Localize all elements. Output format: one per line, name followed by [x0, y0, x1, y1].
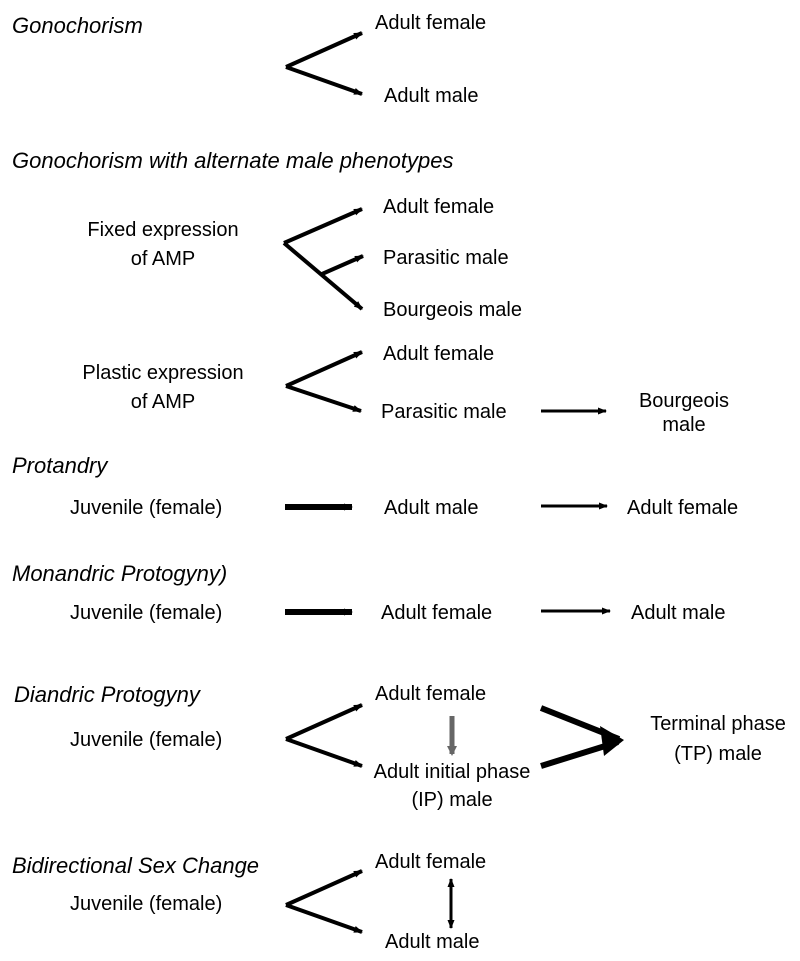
- label-adult-male: Adult male: [631, 602, 726, 624]
- arrow-juvenile-to-adult-female: [285, 703, 363, 741]
- label-juvenile: Juvenile (female): [70, 893, 222, 915]
- arrow-plastic-to-parasitic-male: [285, 384, 362, 413]
- label-plastic-expression: Plastic expression: [82, 362, 243, 384]
- label-fixed-parasitic-male: Parasitic male: [383, 247, 509, 269]
- section-gonochorism: Gonochorism Adult female Adult male: [12, 12, 486, 107]
- label-terminal-phase: Terminal phase: [650, 713, 786, 735]
- label-juvenile: Juvenile (female): [70, 497, 222, 519]
- arrow-fixed-to-parasitic-male: [321, 254, 364, 276]
- arrowhead-tp-male: [600, 726, 624, 756]
- label-adult-male: Adult male: [384, 497, 479, 519]
- label-ip-male: (IP) male: [411, 789, 492, 811]
- label-fixed-bourgeois-male: Bourgeois male: [383, 299, 522, 321]
- label-adult-female: Adult female: [375, 12, 486, 34]
- label-plastic-bourgeois: Bourgeois: [639, 390, 729, 412]
- label-plastic-of-amp: of AMP: [131, 391, 195, 413]
- section-monandric-protogyny: Monandric Protogyny) Juvenile (female) A…: [12, 561, 726, 624]
- heading-protandry: Protandry: [12, 453, 109, 478]
- label-fixed-adult-female: Adult female: [383, 196, 494, 218]
- label-juvenile: Juvenile (female): [70, 602, 222, 624]
- label-fixed-expression: Fixed expression: [87, 219, 238, 241]
- label-plastic-bourgeois-male: male: [662, 414, 705, 436]
- arrow-juvenile-to-ip-male: [285, 737, 363, 768]
- label-plastic-adult-female: Adult female: [383, 343, 494, 365]
- section-alternate-male-phenotypes: Gonochorism with alternate male phenotyp…: [12, 148, 729, 436]
- label-adult-male: Adult male: [384, 85, 479, 107]
- heading-alternate-male-phenotypes: Gonochorism with alternate male phenotyp…: [12, 148, 453, 173]
- arrow-juvenile-to-adult-male: [285, 903, 363, 934]
- section-bidirectional-sex-change: Bidirectional Sex Change Juvenile (femal…: [12, 851, 486, 953]
- arrow-fixed-to-adult-female: [283, 207, 363, 245]
- label-plastic-parasitic-male: Parasitic male: [381, 401, 507, 423]
- arrow-plastic-to-adult-female: [285, 350, 363, 388]
- label-adult-female: Adult female: [375, 851, 486, 873]
- arrow-to-adult-male: [285, 65, 363, 96]
- heading-gonochorism: Gonochorism: [12, 13, 143, 38]
- label-tp-male: (TP) male: [674, 743, 762, 765]
- label-fixed-of-amp: of AMP: [131, 248, 195, 270]
- arrow-juvenile-to-adult-female: [285, 869, 363, 907]
- section-diandric-protogyny: Diandric Protogyny Juvenile (female) Adu…: [14, 682, 786, 811]
- label-adult-female: Adult female: [375, 683, 486, 705]
- label-juvenile: Juvenile (female): [70, 729, 222, 751]
- heading-diandric-protogyny: Diandric Protogyny: [14, 682, 202, 707]
- arrow-to-adult-female: [285, 31, 363, 69]
- label-adult-female: Adult female: [381, 602, 492, 624]
- section-protandry: Protandry Juvenile (female) Adult male A…: [12, 453, 738, 519]
- label-adult-male: Adult male: [385, 931, 480, 953]
- label-adult-female: Adult female: [627, 497, 738, 519]
- heading-monandric-protogyny: Monandric Protogyny): [12, 561, 227, 586]
- heading-bidirectional-sex-change: Bidirectional Sex Change: [12, 853, 259, 878]
- label-adult-initial-phase: Adult initial phase: [374, 761, 531, 783]
- arrow-fixed-to-bourgeois-male: [282, 241, 364, 311]
